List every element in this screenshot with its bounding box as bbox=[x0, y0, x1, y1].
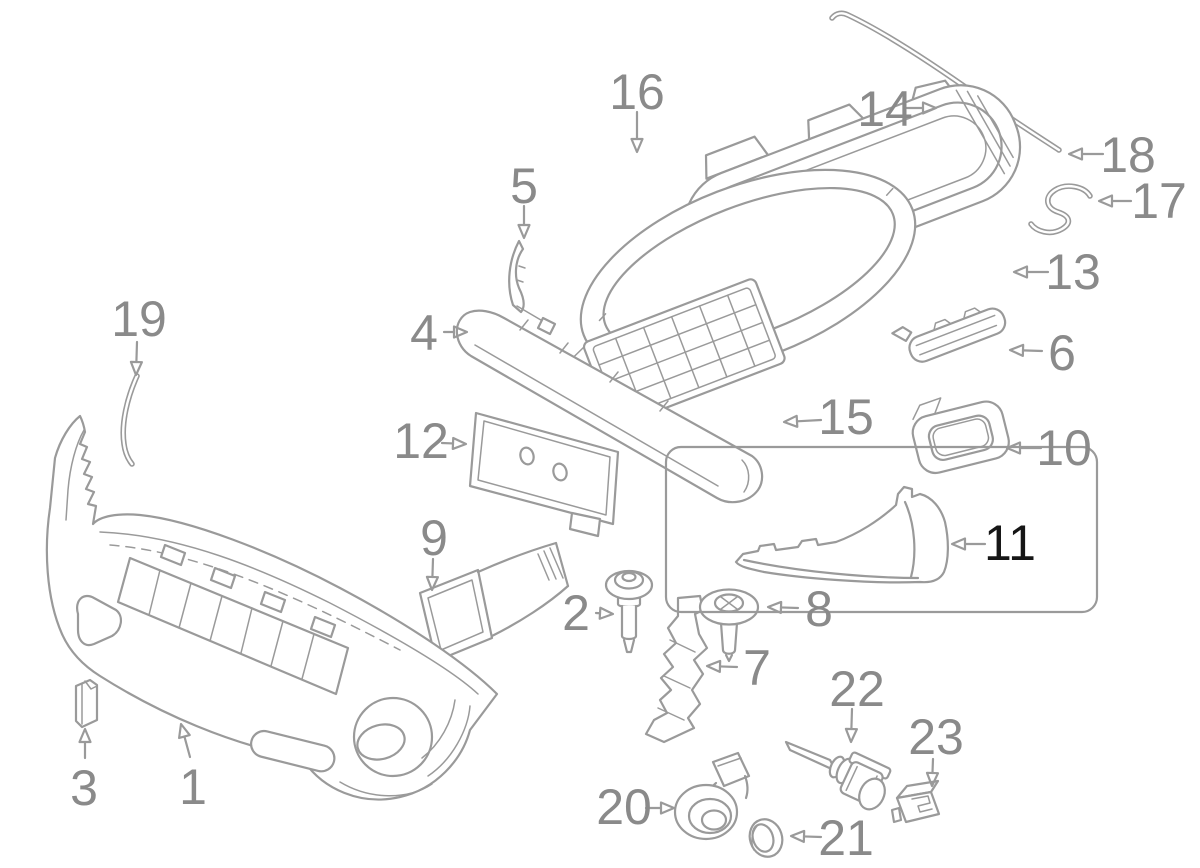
callout-arrow-6 bbox=[1021, 349, 1044, 353]
callout-7: 7 bbox=[743, 640, 771, 696]
highlight-box bbox=[664, 445, 1099, 614]
callout-4: 4 bbox=[410, 305, 438, 361]
callout-9: 9 bbox=[420, 510, 448, 566]
part-4-carrier-beam bbox=[455, 309, 764, 504]
part-7-bracket bbox=[644, 594, 709, 744]
callout-23: 23 bbox=[908, 709, 964, 765]
callout-arrow-15 bbox=[795, 418, 823, 423]
part-3-tab bbox=[74, 678, 99, 729]
callout-arrowhead-7 bbox=[705, 659, 722, 674]
callout-arrowhead-12 bbox=[451, 436, 468, 451]
part-22-temp-sensor bbox=[784, 740, 892, 811]
callout-arrow-23 bbox=[931, 757, 935, 775]
callout-arrowhead-13 bbox=[1012, 265, 1029, 279]
callout-10: 10 bbox=[1036, 420, 1092, 476]
part-1-bumper-cover bbox=[45, 414, 499, 801]
part-18-strip bbox=[829, 10, 1062, 153]
callout-arrow-7 bbox=[718, 665, 739, 669]
callout-arrow-1 bbox=[183, 735, 192, 759]
callout-arrowhead-14 bbox=[921, 101, 938, 115]
part-5-bracket bbox=[508, 239, 557, 336]
part-8-screw bbox=[698, 588, 760, 663]
callout-14: 14 bbox=[857, 81, 913, 137]
callout-13: 13 bbox=[1045, 244, 1101, 300]
callout-arrowhead-2 bbox=[598, 606, 615, 620]
callout-21: 21 bbox=[818, 810, 874, 866]
callout-arrow-21 bbox=[802, 835, 823, 839]
part-10-fog-bezel bbox=[911, 397, 1010, 475]
callout-arrowhead-10 bbox=[1005, 441, 1022, 455]
part-2-screw bbox=[604, 569, 654, 654]
callout-17: 17 bbox=[1131, 173, 1187, 229]
callout-arrow-9 bbox=[431, 557, 435, 579]
callout-arrow-19 bbox=[135, 340, 139, 364]
callout-arrowhead-9 bbox=[425, 575, 440, 592]
callout-arrowhead-17 bbox=[1097, 194, 1114, 208]
callout-arrowhead-4 bbox=[452, 325, 469, 339]
callout-arrowhead-22 bbox=[844, 727, 858, 744]
callout-arrowhead-15 bbox=[782, 414, 799, 428]
callout-arrowhead-20 bbox=[659, 801, 676, 815]
callout-18: 18 bbox=[1100, 127, 1156, 183]
callout-arrow-8 bbox=[779, 606, 800, 610]
callout-arrowhead-8 bbox=[766, 600, 783, 615]
callout-22: 22 bbox=[829, 661, 885, 717]
part-17-s-clip bbox=[1028, 183, 1093, 236]
callout-19: 19 bbox=[111, 291, 167, 347]
part-20-parking-sensor bbox=[673, 751, 751, 841]
callout-arrowhead-23 bbox=[925, 771, 940, 788]
callout-arrow-22 bbox=[850, 707, 854, 731]
part-23-sensor-holder bbox=[890, 779, 941, 824]
part-19-strip bbox=[120, 373, 140, 467]
callout-arrowhead-5 bbox=[517, 223, 531, 240]
callout-arrowhead-11 bbox=[950, 537, 967, 551]
callout-arrowhead-1 bbox=[178, 722, 191, 740]
callout-arrowhead-3 bbox=[78, 727, 92, 744]
callout-arrowhead-18 bbox=[1067, 147, 1084, 161]
callout-arrowhead-16 bbox=[630, 137, 644, 154]
part-11-body bbox=[734, 485, 949, 584]
part-11-seam bbox=[903, 500, 916, 579]
callout-11: 11 bbox=[984, 515, 1036, 571]
part-9-air-duct bbox=[418, 541, 570, 663]
callout-2: 2 bbox=[562, 585, 590, 641]
callout-arrowhead-6 bbox=[1008, 343, 1025, 358]
part-6-bracket bbox=[891, 307, 1007, 363]
callout-16: 16 bbox=[609, 64, 665, 120]
callout-arrows bbox=[78, 101, 1133, 844]
callout-12: 12 bbox=[393, 413, 449, 469]
callout-5: 5 bbox=[510, 158, 538, 214]
callout-3: 3 bbox=[70, 760, 98, 816]
callout-arrowhead-21 bbox=[789, 829, 806, 844]
callout-arrowhead-19 bbox=[129, 360, 143, 377]
part-11-highlighted-trim bbox=[734, 485, 949, 584]
callout-8: 8 bbox=[805, 581, 833, 637]
part-21-grommet bbox=[748, 818, 784, 858]
callout-20: 20 bbox=[596, 779, 652, 835]
part-11-inner-edge bbox=[742, 558, 920, 580]
part-12-plate-bracket bbox=[468, 411, 620, 538]
callout-6: 6 bbox=[1048, 325, 1076, 381]
callout-15: 15 bbox=[818, 389, 874, 445]
callout-1: 1 bbox=[179, 759, 207, 815]
